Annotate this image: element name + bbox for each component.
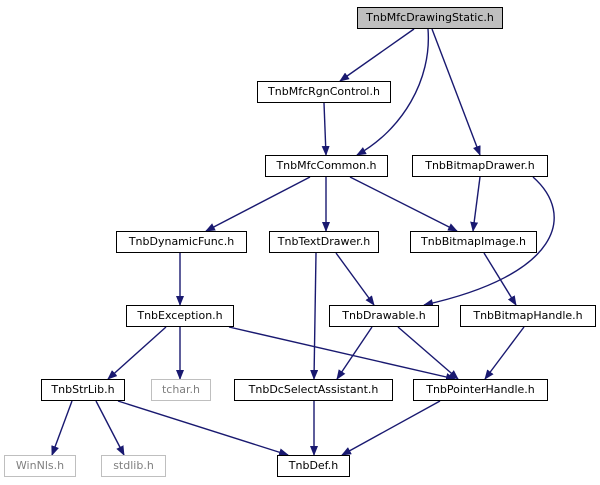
node-tnbtextdrawer-h[interactable]: TnbTextDrawer.h [269,231,379,253]
edge-tnbdrawable-h-to-tnbpointerhandle-h [397,326,459,380]
node-tnbbitmapimage-h[interactable]: TnbBitmapImage.h [410,231,537,253]
dependency-edges [51,28,555,457]
node-stdlib-h: stdlib.h [101,455,166,477]
edge-tnbstrlib-h-to-tnbdef-h [117,400,289,457]
edge-tnbexception-h-to-tnbpointerhandle-h [228,326,456,381]
node-tchar-h: tchar.h [151,379,211,401]
node-winnls-h: WinNls.h [4,455,76,477]
node-tnbdef-h[interactable]: TnbDef.h [277,455,350,477]
node-tnbmfccommon-h[interactable]: TnbMfcCommon.h [265,155,388,177]
edge-tnbexception-h-to-tnbstrlib-h [107,326,167,380]
edge-tnbbitmaphandle-h-to-tnbpointerhandle-h [484,326,525,380]
edge-tnbmfccommon-h-to-tnbbitmapimage-h [349,176,458,232]
edge-tnbtextdrawer-h-to-tnbdrawable-h [335,252,375,306]
edge-tnbmfcdrawingstatic-h-to-tnbmfcrgncontrol-h [339,28,415,82]
edge-tnbmfcdrawingstatic-h-to-tnbbitmapdrawer-h [431,28,481,156]
edge-tnbpointerhandle-h-to-tnbdef-h [341,400,441,456]
node-tnbdcselectassistant-h[interactable]: TnbDcSelectAssistant.h [234,379,393,401]
edge-tnbbitmapdrawer-h-to-tnbbitmapimage-h [470,176,481,232]
node-tnbpointerhandle-h[interactable]: TnbPointerHandle.h [413,379,548,401]
node-tnbmfcdrawingstatic-h[interactable]: TnbMfcDrawingStatic.h [357,7,503,29]
edge-tnbmfccommon-h-to-tnbdynamicfunc-h [205,176,311,232]
edge-tnbbitmapdrawer-h-to-tnbdrawable-h [423,176,555,307]
node-tnbstrlib-h[interactable]: TnbStrLib.h [41,379,125,401]
node-tnbexception-h[interactable]: TnbException.h [126,305,234,327]
node-tnbdynamicfunc-h[interactable]: TnbDynamicFunc.h [116,231,247,253]
edge-tnbdrawable-h-to-tnbdcselectassistant-h [336,326,373,380]
edge-tnbtextdrawer-h-to-tnbdcselectassistant-h [310,252,319,380]
node-tnbbitmaphandle-h[interactable]: TnbBitmapHandle.h [460,305,596,327]
node-tnbbitmapdrawer-h[interactable]: TnbBitmapDrawer.h [412,155,548,177]
edge-tnbmfcrgncontrol-h-to-tnbmfccommon-h [321,102,330,156]
edge-tnbstrlib-h-to-winnls-h [51,400,73,456]
node-tnbdrawable-h[interactable]: TnbDrawable.h [329,305,439,327]
edge-tnbbitmapimage-h-to-tnbbitmaphandle-h [483,252,517,306]
edge-tnbstrlib-h-to-stdlib-h [95,400,125,456]
edge-tnbmfcdrawingstatic-h-to-tnbmfccommon-h [356,28,430,156]
node-tnbmfcrgncontrol-h[interactable]: TnbMfcRgnControl.h [257,81,391,103]
